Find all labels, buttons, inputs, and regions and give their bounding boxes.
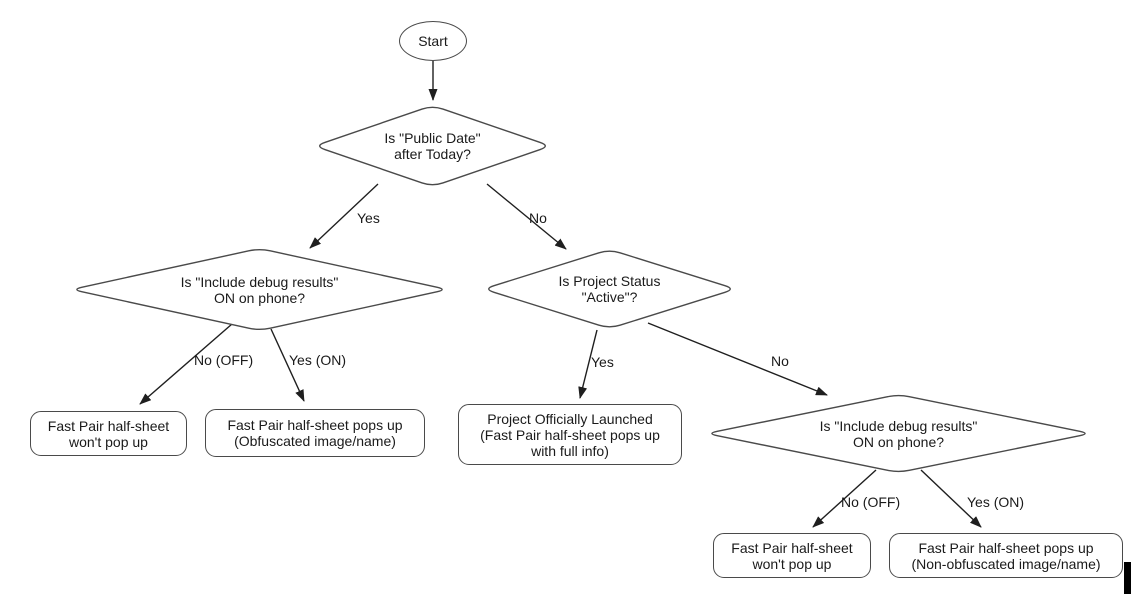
diamond-shape [319, 106, 546, 186]
diamond-shape [488, 250, 731, 328]
edge-label-project-status-no: No [771, 353, 789, 369]
edge-debug-left-yes [270, 328, 305, 402]
result-no-popup-right: Fast Pair half-sheet won't pop up [713, 533, 871, 578]
edge-label-public-date-no: No [529, 210, 547, 226]
decision-public-date: Is "Public Date" after Today? [313, 104, 552, 188]
diamond-shape [711, 394, 1086, 473]
edge-project-status-yes [578, 329, 598, 399]
result-launched-label: Project Officially Launched (Fast Pair h… [480, 410, 660, 459]
text-cursor-artifact [1124, 562, 1131, 594]
decision-public-date-label: Is "Public Date" after Today? [384, 130, 481, 162]
start-node: Start [399, 21, 467, 61]
result-non-obfuscated-label: Fast Pair half-sheet pops up (Non-obfusc… [911, 539, 1101, 572]
decision-project-status: Is Project Status "Active"? [482, 248, 737, 330]
edge-project-status-no [647, 322, 828, 396]
edge-label-public-date-yes: Yes [357, 210, 380, 226]
result-obfuscated: Fast Pair half-sheet pops up (Obfuscated… [205, 409, 425, 457]
decision-debug-left: Is "Include debug results" ON on phone? [70, 247, 449, 332]
result-no-popup-right-label: Fast Pair half-sheet won't pop up [731, 539, 853, 572]
edge-label-debug-left-yes: Yes (ON) [289, 352, 347, 368]
result-launched: Project Officially Launched (Fast Pair h… [458, 404, 682, 465]
start-label: Start [418, 33, 448, 49]
edge-label-debug-right-yes: Yes (ON) [967, 494, 1025, 510]
result-obfuscated-label: Fast Pair half-sheet pops up (Obfuscated… [227, 417, 403, 449]
result-no-popup-left-label: Fast Pair half-sheet won't pop up [47, 417, 170, 450]
diamond-shape [76, 248, 443, 331]
edge-label-debug-left-no: No (OFF) [194, 352, 254, 368]
edge-debug-left-no [139, 323, 233, 405]
result-non-obfuscated: Fast Pair half-sheet pops up (Non-obfusc… [889, 533, 1123, 578]
edge-public-date-yes [309, 183, 379, 249]
edge-debug-right-yes [920, 469, 982, 528]
edge-label-debug-right-no: No (OFF) [841, 494, 901, 510]
decision-project-status-label: Is Project Status "Active"? [558, 273, 661, 305]
decision-debug-left-label: Is "Include debug results" ON on phone? [180, 273, 339, 306]
decision-debug-right: Is "Include debug results" ON on phone? [705, 393, 1092, 474]
decision-debug-right-label: Is "Include debug results" ON on phone? [819, 417, 978, 450]
edge-label-project-status-yes: Yes [591, 354, 614, 370]
edge-debug-right-no [812, 469, 877, 528]
edge-public-date-no [486, 183, 567, 250]
result-no-popup-left: Fast Pair half-sheet won't pop up [30, 411, 187, 456]
